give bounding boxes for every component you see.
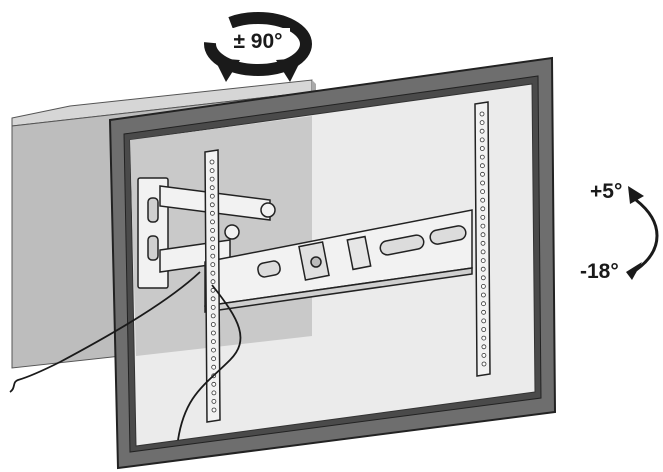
bracket-hole	[480, 266, 486, 272]
bracket-hole	[210, 279, 216, 285]
bracket-hole	[480, 197, 486, 203]
vertical-bracket-right	[474, 101, 491, 377]
bracket-hole	[479, 154, 485, 160]
bracket-hole	[211, 398, 217, 404]
bracket-hole	[210, 262, 216, 268]
bracket-hole	[211, 364, 217, 370]
bracket-hole	[481, 327, 487, 332]
bracket-hole	[210, 322, 216, 327]
bracket-hole	[209, 202, 215, 208]
bracket-hole	[479, 120, 485, 125]
bracket-hole	[209, 159, 215, 165]
bracket-hole	[209, 210, 215, 216]
wall-plate-slot	[147, 197, 159, 223]
bracket-hole	[480, 258, 486, 264]
bracket-hole	[211, 356, 217, 362]
bracket-hole	[210, 304, 216, 310]
bracket-hole	[211, 407, 217, 413]
bracket-hole	[480, 249, 486, 255]
bracket-hole	[210, 313, 216, 319]
bracket-hole	[481, 309, 487, 315]
bracket-hole	[481, 335, 487, 341]
bracket-hole	[480, 283, 486, 289]
bracket-hole	[479, 163, 485, 169]
signal-cable	[177, 284, 242, 441]
swivel-label: ± 90°	[233, 30, 282, 53]
bracket-hole	[209, 168, 215, 174]
bracket-hole	[479, 137, 485, 143]
bracket-hole	[210, 339, 216, 345]
bracket-hole	[211, 390, 217, 396]
tilt-arrow-icon	[635, 198, 659, 272]
bracket-holes-right	[479, 111, 487, 367]
bracket-hole	[210, 287, 216, 293]
bracket-hole	[480, 171, 485, 177]
bracket-hole	[481, 344, 487, 350]
bracket-hole	[480, 292, 486, 298]
bracket-hole	[209, 193, 215, 199]
rail-slot	[379, 234, 425, 256]
rotate-arrow-head-left	[214, 58, 240, 82]
bracket-hole	[211, 347, 216, 353]
tilt-up-label: +5°	[590, 180, 622, 203]
bracket-hole	[480, 240, 486, 246]
bracket-hole	[210, 296, 216, 302]
bracket-hole	[481, 352, 487, 358]
bracket-hole	[481, 301, 486, 307]
bracket-hole	[479, 128, 485, 134]
tilt-hub-bolt	[310, 256, 322, 268]
bracket-hole	[209, 176, 215, 182]
bracket-hole	[479, 111, 485, 117]
bracket-hole	[479, 146, 485, 151]
bracket-hole	[210, 236, 216, 242]
rail-square-cutout	[346, 235, 372, 271]
wall-plate-slot	[147, 235, 159, 261]
swivel-indicator: ± 90°	[204, 12, 312, 82]
bracket-hole	[210, 270, 216, 276]
cables	[9, 271, 242, 441]
tilt-arrow-head-down	[626, 262, 642, 280]
arm-pivot	[224, 224, 240, 240]
bracket-hole	[210, 330, 216, 336]
bracket-hole	[211, 381, 217, 387]
bracket-hole	[209, 185, 215, 191]
bracket-holes-left	[209, 159, 217, 413]
bracket-hole	[480, 214, 486, 220]
bracket-hole	[480, 223, 486, 229]
tilt-indicator: +5° -18°	[580, 180, 659, 283]
bracket-hole	[480, 275, 486, 281]
arm-pivot	[260, 202, 276, 218]
bracket-hole	[210, 253, 216, 259]
rotate-arrows-icon	[204, 12, 312, 76]
bracket-hole	[480, 206, 486, 212]
bracket-hole	[481, 318, 487, 324]
bracket-hole	[210, 245, 216, 250]
bracket-hole	[480, 189, 486, 195]
rail-bottom-edge	[204, 267, 473, 313]
rotate-arrow-head-right	[276, 58, 302, 82]
bracket-hole	[480, 232, 486, 238]
bracket-hole	[210, 219, 215, 225]
wall-mount-bracket	[137, 101, 491, 423]
power-cable	[9, 271, 201, 393]
rail-slot	[429, 225, 467, 245]
bracket-hole	[481, 361, 487, 367]
tilt-down-label: -18°	[580, 260, 619, 283]
bracket-hole	[210, 227, 216, 233]
rail-slot	[257, 260, 281, 278]
bracket-hole	[480, 180, 486, 186]
tilt-arrow-head-up	[628, 186, 644, 204]
